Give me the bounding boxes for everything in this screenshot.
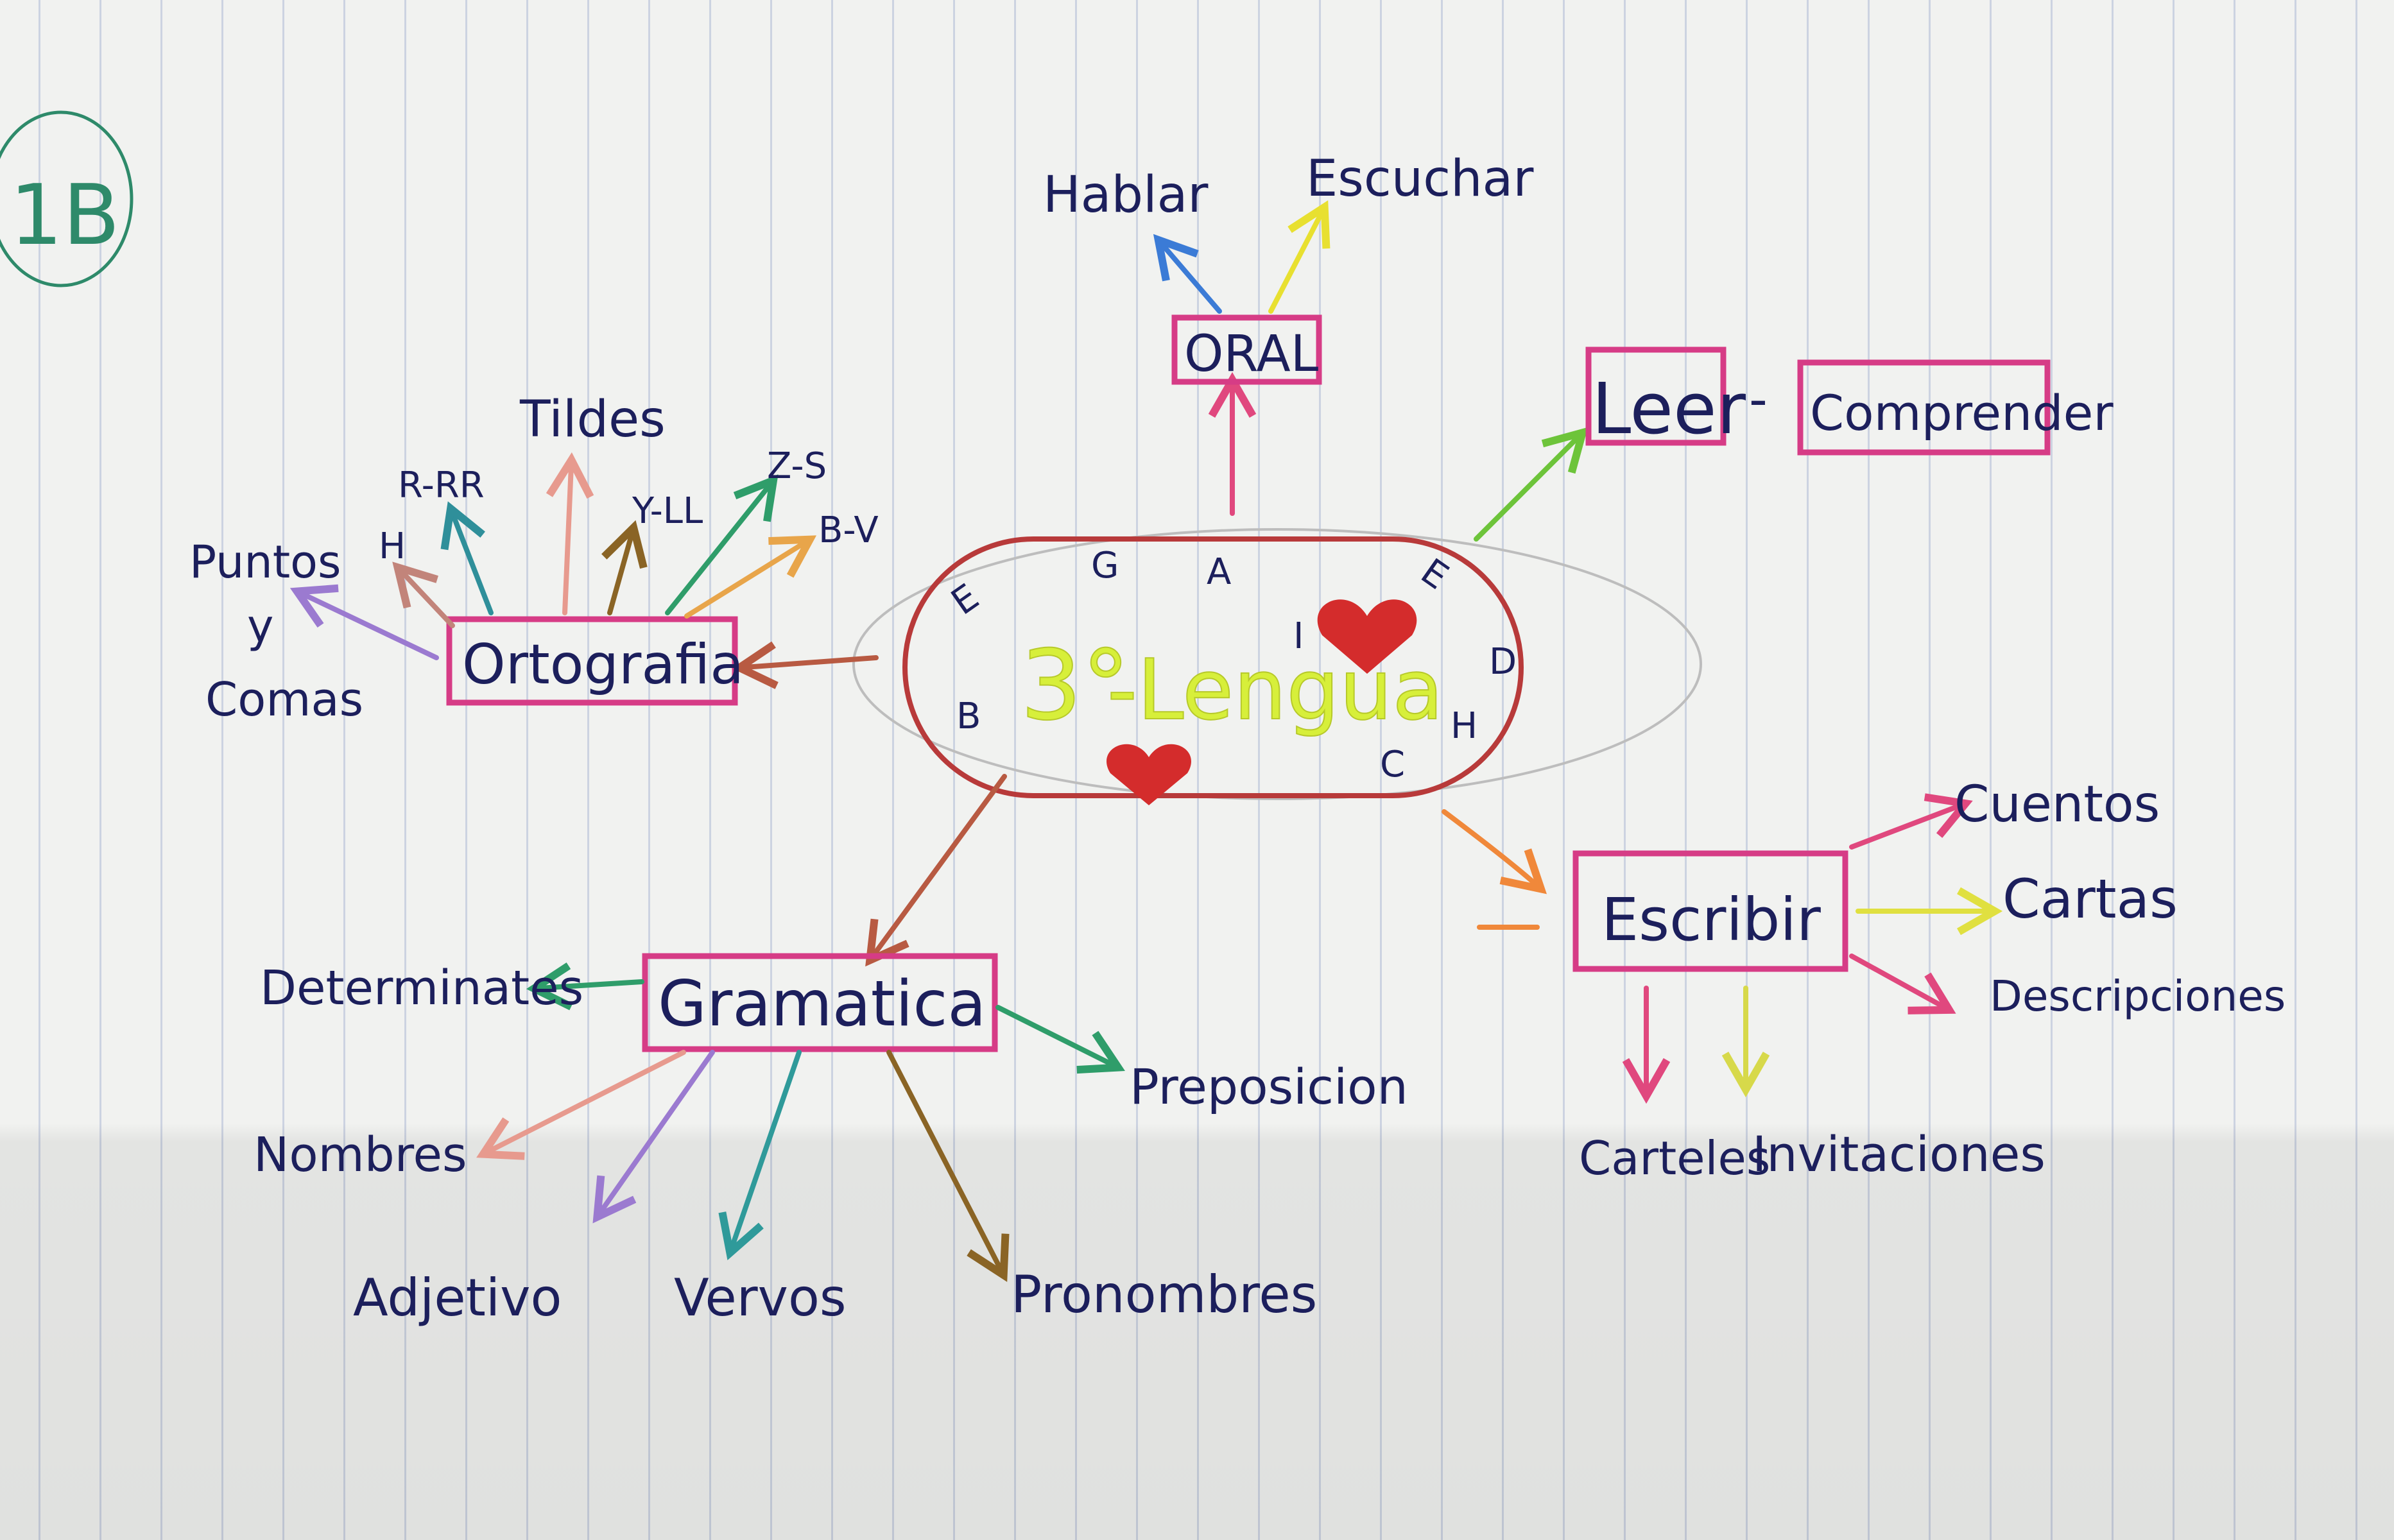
arrow [289, 584, 439, 660]
center-title-word: -Lengua [1107, 641, 1443, 739]
arrow [476, 1050, 686, 1160]
arrow [440, 501, 494, 615]
node-box [446, 616, 738, 706]
arrow [526, 963, 644, 1011]
center-letter: D [1489, 641, 1517, 683]
oral-hablar: Hablar [1043, 166, 1209, 224]
corner-mark: 1B [10, 166, 120, 264]
arrow [886, 1050, 1010, 1282]
escribir-carteles: Carteles [1579, 1131, 1770, 1185]
ortografia-label: Ortografia [462, 633, 744, 697]
gramatica-label: Gramatica [658, 968, 986, 1041]
gramatica-nombres: Nombres [254, 1127, 467, 1183]
arrow [665, 474, 779, 615]
arrow [995, 1005, 1125, 1074]
gramatica-preposicion: Preposicion [1130, 1058, 1408, 1115]
ortografia-h: H [379, 526, 406, 567]
center-letter: E [1413, 551, 1456, 598]
ortografia-b-v: B-V [818, 509, 879, 551]
gramatica-determinates: Determinates [260, 961, 583, 1016]
corner-circle [0, 110, 133, 287]
leer-label: Leer [1592, 368, 1746, 450]
arrow [1849, 793, 1973, 850]
arrow [592, 1050, 715, 1224]
arrow [1442, 809, 1547, 894]
heart-icon [1107, 744, 1191, 805]
ortografia-tildes: Tildes [519, 391, 666, 449]
escribir-label: Escribir [1601, 886, 1821, 954]
ortografia-comas: Comas [205, 672, 363, 726]
gramatica-vervos: Vervos [674, 1268, 847, 1328]
arrow [601, 520, 648, 615]
ortografia-y: y [247, 600, 273, 653]
ortografia-z-s: Z-S [767, 445, 827, 487]
node-box [1797, 359, 2051, 456]
escribir-descripciones: Descripciones [1990, 971, 2286, 1021]
ortografia-y-ll: Y-LL [632, 490, 703, 532]
gramatica-adjetivo: Adjetivo [353, 1268, 562, 1328]
leer-comprender: Comprender [1810, 384, 2114, 441]
center-letter: H [1451, 705, 1477, 747]
center-letter: I [1293, 615, 1304, 657]
center-title-number: 3° [1020, 630, 1130, 742]
center-node [902, 536, 1524, 798]
arrow [1153, 234, 1222, 314]
node-box [1171, 314, 1322, 385]
heart-icon [1317, 599, 1417, 674]
arrow [684, 535, 817, 619]
center-letter: B [956, 696, 981, 737]
arrow [1268, 200, 1330, 314]
node-box [642, 953, 998, 1052]
center-letter: C [1380, 744, 1405, 785]
leer-dash: - [1749, 370, 1768, 429]
arrow [865, 774, 1007, 967]
arrow [392, 561, 455, 628]
ortografia-r-rr: R-RR [398, 465, 485, 506]
ortografia-puntos: Puntos [189, 536, 341, 588]
escribir-cartas: Cartas [2002, 868, 2178, 930]
arrow [718, 1050, 802, 1260]
arrow [546, 452, 594, 615]
arrow [731, 641, 879, 689]
center-letter: E [944, 576, 986, 624]
oral-escuchar: Escuchar [1306, 150, 1534, 208]
node-box [1585, 346, 1727, 446]
center-letter: G [1091, 545, 1119, 586]
escribir-invitaciones: Invitaciones [1752, 1125, 2045, 1183]
oral-label: ORAL [1184, 325, 1319, 383]
node-box [1572, 850, 1848, 972]
gramatica-pronombres: Pronombres [1011, 1265, 1317, 1324]
pencil-outline [852, 528, 1702, 800]
arrow [1474, 427, 1589, 542]
center-letter: A [1207, 551, 1231, 593]
escribir-cuentos: Cuentos [1954, 776, 2160, 834]
arrow [1849, 954, 1956, 1014]
